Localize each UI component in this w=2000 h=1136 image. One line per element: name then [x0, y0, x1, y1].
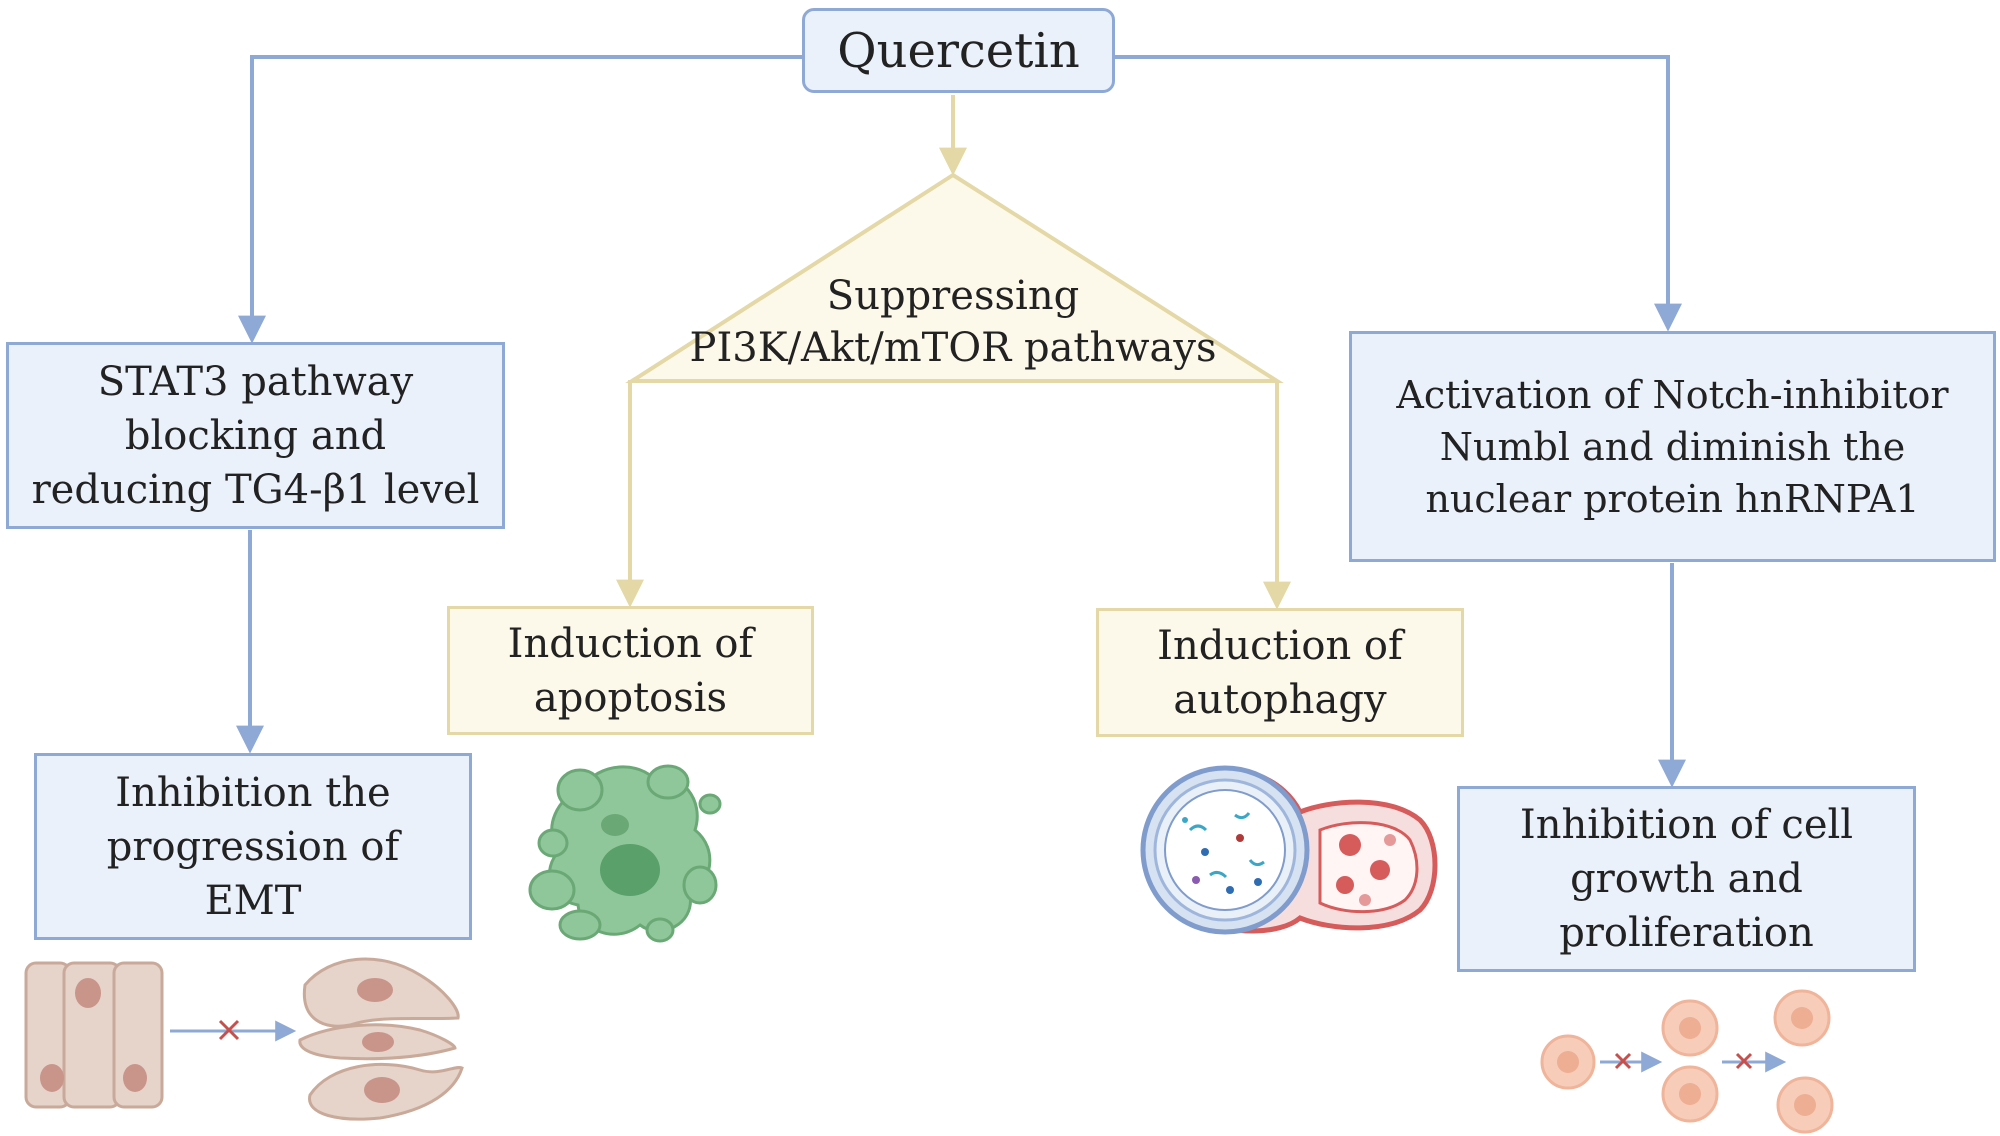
edge-quercetin-notch [1115, 55, 1682, 332]
pi3k-label: Suppressing PI3K/Akt/mTOR pathways [689, 273, 1217, 371]
cell-division-blocked-icon [1540, 989, 1834, 1134]
apoptosis-node: Induction of apoptosis [447, 606, 814, 735]
apoptosis-label: Induction of apoptosis [507, 620, 754, 721]
autophagy-label: Induction of autophagy [1157, 622, 1403, 723]
quercetin-label: Quercetin [837, 22, 1080, 79]
notch-node: Activation of Notch-inhibitor Numbl and … [1349, 331, 1996, 562]
edge-quercetin-stat3 [238, 55, 802, 344]
stat3-label: STAT3 pathway blocking and reducing TG4-… [31, 358, 480, 513]
autophagy-node: Induction of autophagy [1096, 608, 1464, 737]
stat3-node: STAT3 pathway blocking and reducing TG4-… [6, 342, 505, 529]
pi3k-triangle [625, 172, 1284, 383]
autophagosome-lysosome-fusion-icon [1140, 765, 1438, 935]
apoptotic-cell-icon [528, 764, 722, 943]
notch-label: Activation of Notch-inhibitor Numbl and … [1396, 372, 1949, 521]
emt-node: Inhibition the progression of EMT [34, 753, 472, 940]
growth-label: Inhibition of cell growth and proliferat… [1519, 802, 1854, 956]
emt-label: Inhibition the progression of EMT [106, 769, 400, 924]
epithelial-mesenchymal-transition-icon [24, 957, 464, 1121]
quercetin-node: Quercetin [802, 8, 1115, 93]
growth-node: Inhibition of cell growth and proliferat… [1457, 786, 1916, 972]
